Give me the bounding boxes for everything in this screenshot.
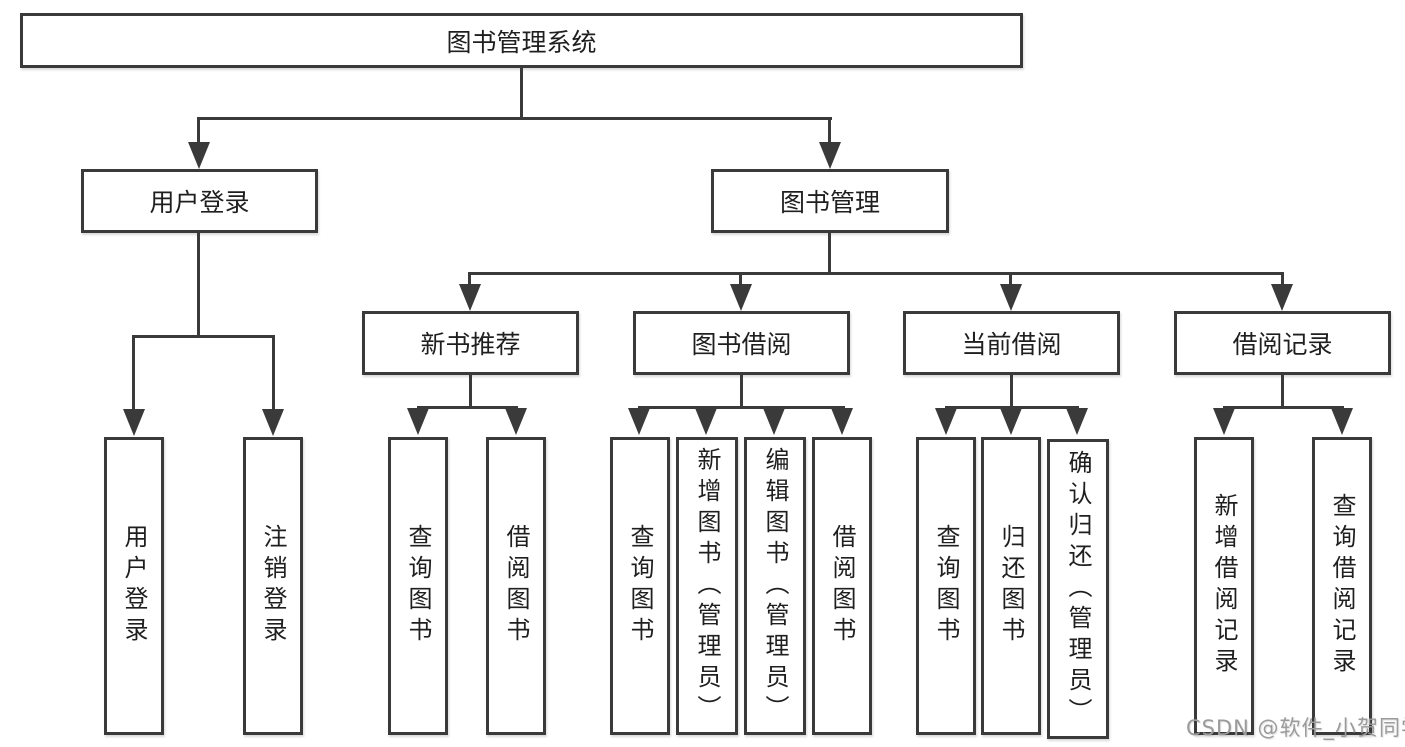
arrow-into-leaf xyxy=(1000,408,1022,435)
connector-level2-splitter xyxy=(198,117,832,120)
connector-book-mgmt-stem xyxy=(828,233,831,275)
arrow-into-leaf xyxy=(1331,408,1353,435)
connector-stem-user-login xyxy=(197,117,200,144)
node-label: 图书借阅 xyxy=(691,330,792,359)
node-label: 确认归还（管理员） xyxy=(1064,449,1092,729)
node-label: 查询图书 xyxy=(626,524,654,648)
connector-stem-current xyxy=(1009,272,1012,286)
arrow-into-book-mgmt xyxy=(819,142,841,169)
connector-record-splitter xyxy=(1223,406,1344,409)
arrow-into-record xyxy=(1271,284,1293,311)
node-label: 当前借阅 xyxy=(961,330,1062,359)
node-current-borrow: 当前借阅 xyxy=(903,311,1120,375)
leaf-query-books: 查询图书 xyxy=(610,437,670,735)
connector-borrow-down xyxy=(740,375,743,409)
node-borrow-record: 借阅记录 xyxy=(1174,311,1391,375)
node-label: 图书管理 xyxy=(779,188,880,217)
leaf-logout: 注销登录 xyxy=(243,437,303,735)
connector-current-splitter xyxy=(945,406,1079,409)
node-library-management-system: 图书管理系统 xyxy=(20,13,1023,68)
connector-borrow-splitter xyxy=(638,406,845,409)
connector-user-login-splitter xyxy=(132,335,275,338)
node-label: 归还图书 xyxy=(997,524,1025,648)
connector-current-down xyxy=(1010,375,1013,409)
leaf-query-borrow-record: 查询借阅记录 xyxy=(1312,437,1372,735)
connector-stem-book-mgmt xyxy=(828,117,831,144)
connector-stem-borrow xyxy=(739,272,742,286)
arrow-into-leaf xyxy=(407,408,429,435)
arrow-into-new-book xyxy=(459,284,481,311)
leaf-borrow-books: 借阅图书 xyxy=(486,437,546,735)
node-label: 查询图书 xyxy=(404,524,432,648)
node-label: 查询借阅记录 xyxy=(1328,493,1356,679)
connector-record-down xyxy=(1281,375,1284,409)
node-book-borrow: 图书借阅 xyxy=(633,311,850,375)
arrow-into-leaf xyxy=(1066,408,1088,435)
arrow-into-user-login xyxy=(188,142,210,169)
arrow-into-leaf-login xyxy=(123,409,145,436)
leaf-query-books: 查询图书 xyxy=(916,437,976,735)
leaf-confirm-return-admin: 确认归还（管理员） xyxy=(1047,439,1109,739)
connector-stem-leaf-login xyxy=(132,335,135,411)
arrow-into-leaf xyxy=(935,408,957,435)
arrow-into-leaf xyxy=(763,408,785,435)
node-label: 新增借阅记录 xyxy=(1210,493,1238,679)
leaf-add-books-admin: 新增图书（管理员） xyxy=(676,437,738,735)
arrow-into-leaf xyxy=(1213,408,1235,435)
node-label: 新书推荐 xyxy=(420,330,521,359)
leaf-edit-books-admin: 编辑图书（管理员） xyxy=(744,437,806,735)
connector-stem-record xyxy=(1281,272,1284,286)
leaf-query-books: 查询图书 xyxy=(388,437,448,735)
arrow-into-leaf xyxy=(695,408,717,435)
node-book-management: 图书管理 xyxy=(711,169,949,233)
connector-user-login-stem xyxy=(197,233,200,338)
leaf-return-books: 归还图书 xyxy=(981,437,1041,735)
node-label: 注销登录 xyxy=(259,524,287,648)
node-label: 用户登录 xyxy=(149,188,250,217)
node-label: 借阅图书 xyxy=(502,524,530,648)
arrow-into-leaf xyxy=(831,408,853,435)
node-label: 图书管理系统 xyxy=(446,27,597,57)
node-label: 借阅图书 xyxy=(828,524,856,648)
node-user-login: 用户登录 xyxy=(81,169,318,233)
csdn-watermark: CSDN @软件_小贺同学 xyxy=(1186,716,1405,740)
arrow-into-leaf-logout xyxy=(262,409,284,436)
connector-level3-splitter xyxy=(469,272,1284,275)
node-label: 编辑图书（管理员） xyxy=(761,446,789,726)
arrow-into-borrow xyxy=(730,284,752,311)
connector-root-stem xyxy=(520,68,523,119)
node-label: 借阅记录 xyxy=(1232,330,1333,359)
node-label: 用户登录 xyxy=(120,524,148,648)
arrow-into-leaf xyxy=(505,408,527,435)
leaf-user-login: 用户登录 xyxy=(104,437,164,735)
arrow-into-leaf xyxy=(628,408,650,435)
connector-new-book-splitter xyxy=(417,406,518,409)
leaf-borrow-books: 借阅图书 xyxy=(812,437,872,735)
node-label: 新增图书（管理员） xyxy=(693,446,721,726)
arrow-into-current xyxy=(1000,284,1022,311)
node-label: 查询图书 xyxy=(932,524,960,648)
connector-new-book-down xyxy=(469,375,472,409)
connector-stem-leaf-logout xyxy=(272,335,275,411)
connector-stem-new-book xyxy=(468,272,471,286)
leaf-add-borrow-record: 新增借阅记录 xyxy=(1194,437,1254,735)
node-new-book-recommend: 新书推荐 xyxy=(362,311,579,375)
